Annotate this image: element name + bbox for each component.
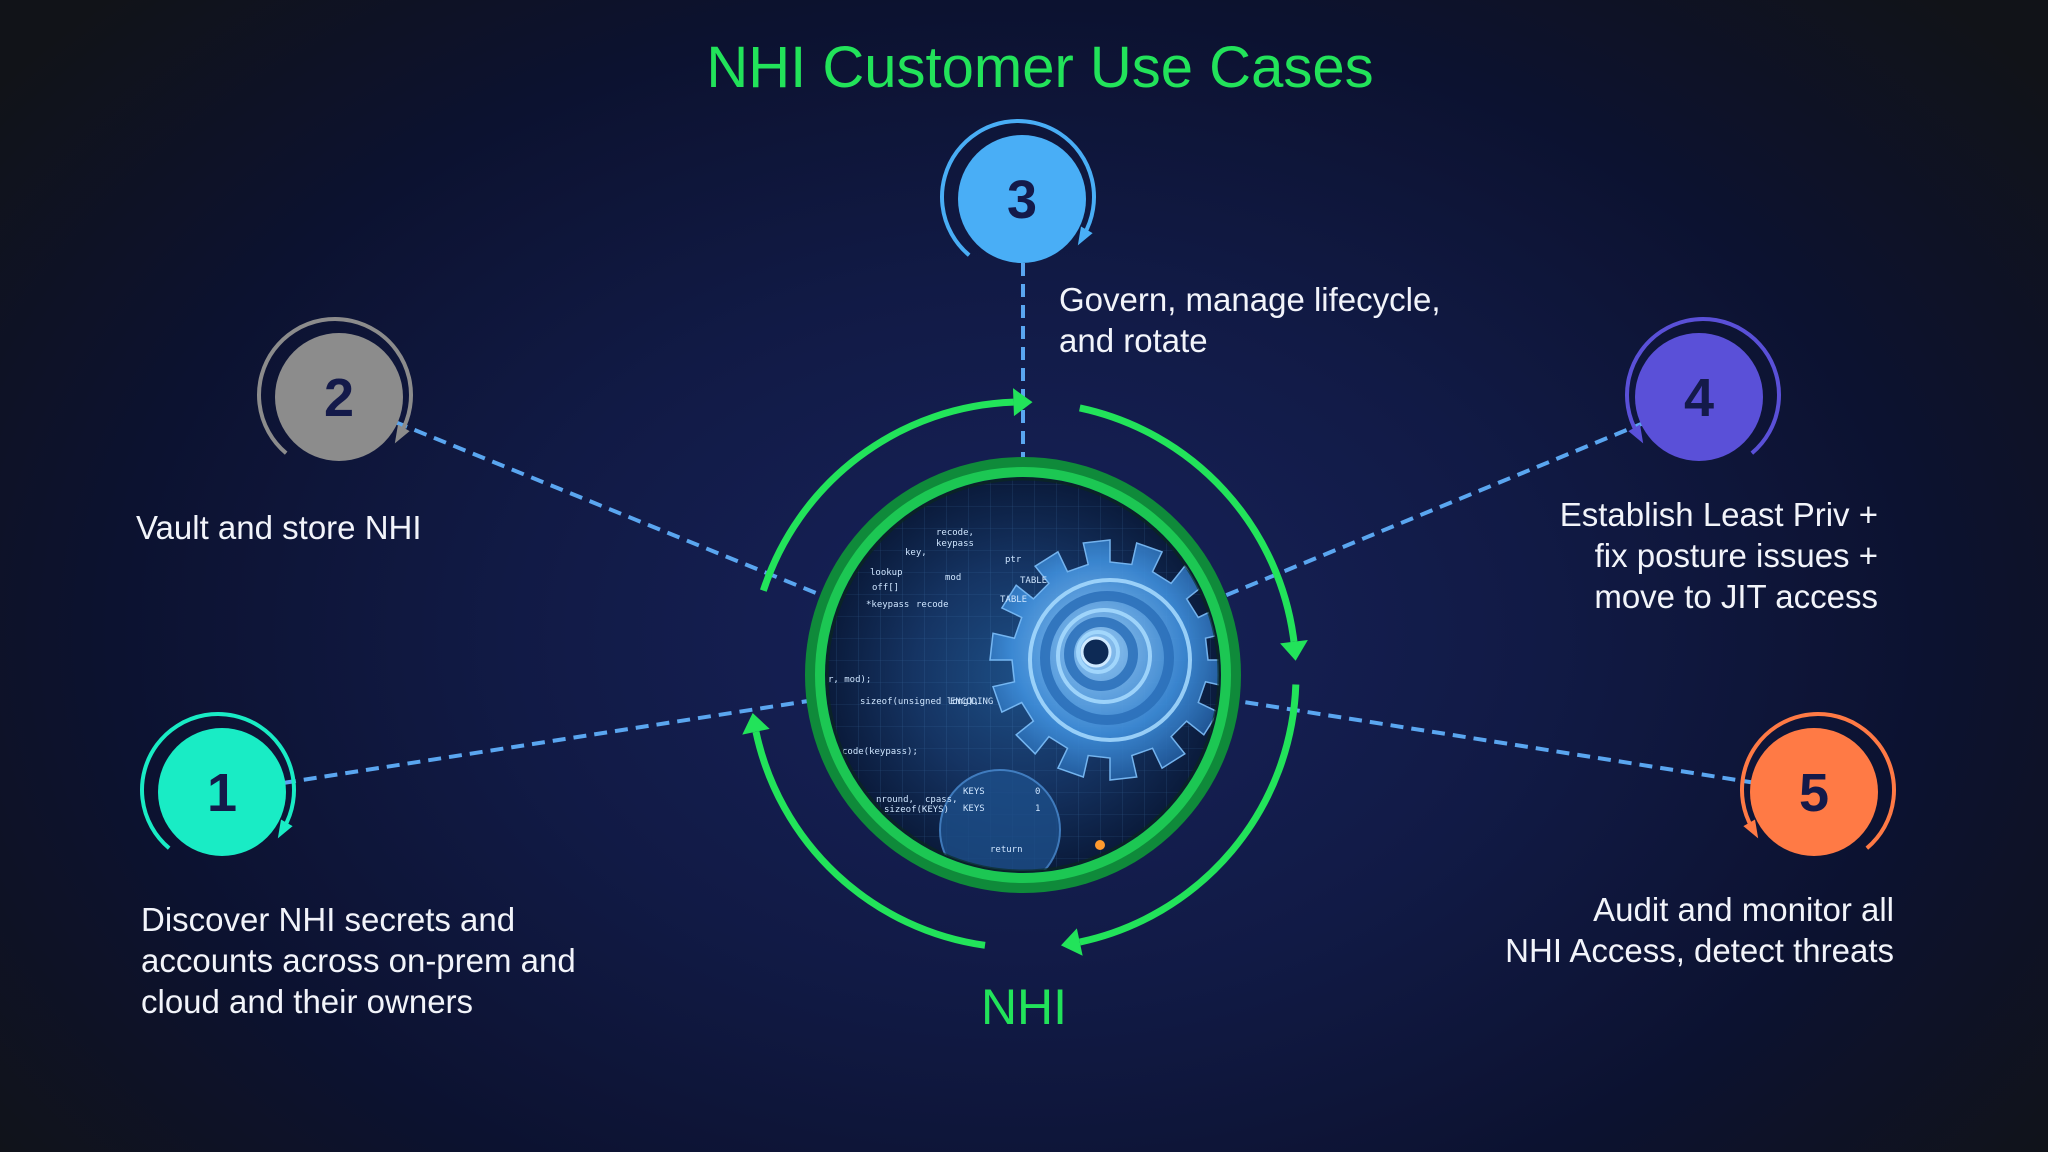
circular-arrow-icon xyxy=(140,712,296,850)
code-snippet: lookup xyxy=(870,568,903,578)
code-snippet: ptr xyxy=(1005,555,1022,565)
code-snippet: sizeof(unsigned long), xyxy=(860,697,979,707)
code-snippet: code(keypass); xyxy=(842,747,918,757)
code-snippet: nround, xyxy=(876,795,914,805)
cycle-arrow-head-icon xyxy=(1012,388,1033,417)
badge-disc xyxy=(1635,333,1763,461)
arrow-head-icon xyxy=(1077,226,1093,246)
code-snippet: TABLE xyxy=(1000,595,1027,605)
code-snippet: TABLE xyxy=(1020,576,1047,586)
gear-icon xyxy=(939,539,1219,871)
badge-disc xyxy=(1750,728,1878,856)
use-case-badge-5: 5 xyxy=(1740,712,1896,856)
gear-body xyxy=(989,539,1219,781)
use-case-5-text: Audit and monitor all NHI Access, detect… xyxy=(1505,891,1894,969)
center-caption: NHI xyxy=(980,979,1068,1035)
connector-line-5 xyxy=(1205,694,1757,785)
cycle-arrow-head-icon xyxy=(742,712,770,735)
code-snippet: off[] xyxy=(872,583,899,593)
badge-disc xyxy=(158,728,286,856)
circular-arrow-icon xyxy=(940,119,1096,257)
arrow-head-icon xyxy=(277,819,293,839)
cycle-arrow-head-icon xyxy=(1060,928,1083,956)
code-snippet: *keypass xyxy=(866,600,909,610)
cycle-arc-4 xyxy=(752,731,986,949)
use-case-badge-2: 2 xyxy=(257,317,413,461)
use-case-badge-1: 1 xyxy=(140,712,296,856)
use-case-badges: 1 2 3 4 5 xyxy=(140,119,1896,856)
code-snippet: keypass xyxy=(936,539,974,549)
code-snippet: key, xyxy=(905,548,927,558)
code-snippet: 1 xyxy=(1035,804,1040,814)
center-emblem: recode,keypass key,lookup mod ptr off[] TABLE… xyxy=(805,457,1241,893)
cycle-arc-2 xyxy=(1079,404,1298,643)
use-case-2-text: Vault and store NHI xyxy=(136,509,422,546)
arrow-head-icon xyxy=(1743,819,1759,839)
code-snippet: sizeof(KEYS) xyxy=(884,805,949,815)
badge-number: 1 xyxy=(207,763,237,823)
badge-disc xyxy=(275,333,403,461)
core-artwork: recode,keypass key,lookup mod ptr off[] TABLE… xyxy=(827,479,1219,871)
code-overlay: recode,keypass key,lookup mod ptr off[] TABLE… xyxy=(828,528,1047,855)
cycle-arc-3 xyxy=(1079,684,1300,946)
badge-number: 5 xyxy=(1799,763,1829,823)
badge-number: 3 xyxy=(1007,170,1037,230)
code-snippet: mod xyxy=(945,573,961,583)
code-snippet: recode xyxy=(916,600,949,610)
code-snippet: return xyxy=(990,845,1023,855)
code-snippet: recode, xyxy=(936,528,974,538)
arrow-head-icon xyxy=(394,424,410,444)
use-case-3-text: Govern, manage lifecycle, and rotate xyxy=(1059,281,1441,359)
use-case-1-text: Discover NHI secrets and accounts across… xyxy=(141,901,576,1020)
code-snippet: r, mod); xyxy=(828,675,871,685)
circular-arrow-icon xyxy=(1740,712,1896,850)
code-snippet: KEYS xyxy=(963,804,985,814)
cycle-arc-1 xyxy=(760,398,1014,592)
badge-number: 2 xyxy=(324,368,354,428)
code-snippet: 0 xyxy=(1035,787,1040,797)
code-snippet: KEYS xyxy=(963,787,985,797)
arrow-head-icon xyxy=(1628,424,1644,444)
badge-disc xyxy=(958,135,1086,263)
connector-line-1 xyxy=(282,694,841,785)
page-title: NHI Customer Use Cases xyxy=(706,35,1374,100)
circular-arrow-icon xyxy=(1625,317,1781,455)
badge-number: 4 xyxy=(1684,368,1714,428)
cycle-arrow-head-icon xyxy=(1280,640,1308,661)
cycle-arrows xyxy=(742,388,1308,956)
code-snippet: ENCODING xyxy=(950,697,993,707)
use-case-badge-3: 3 xyxy=(940,119,1096,263)
use-case-4-text: Establish Least Priv + fix posture issue… xyxy=(1559,496,1878,615)
code-snippet: cpass, xyxy=(925,795,958,805)
use-case-badge-4: 4 xyxy=(1625,317,1781,461)
circular-arrow-icon xyxy=(257,317,413,455)
